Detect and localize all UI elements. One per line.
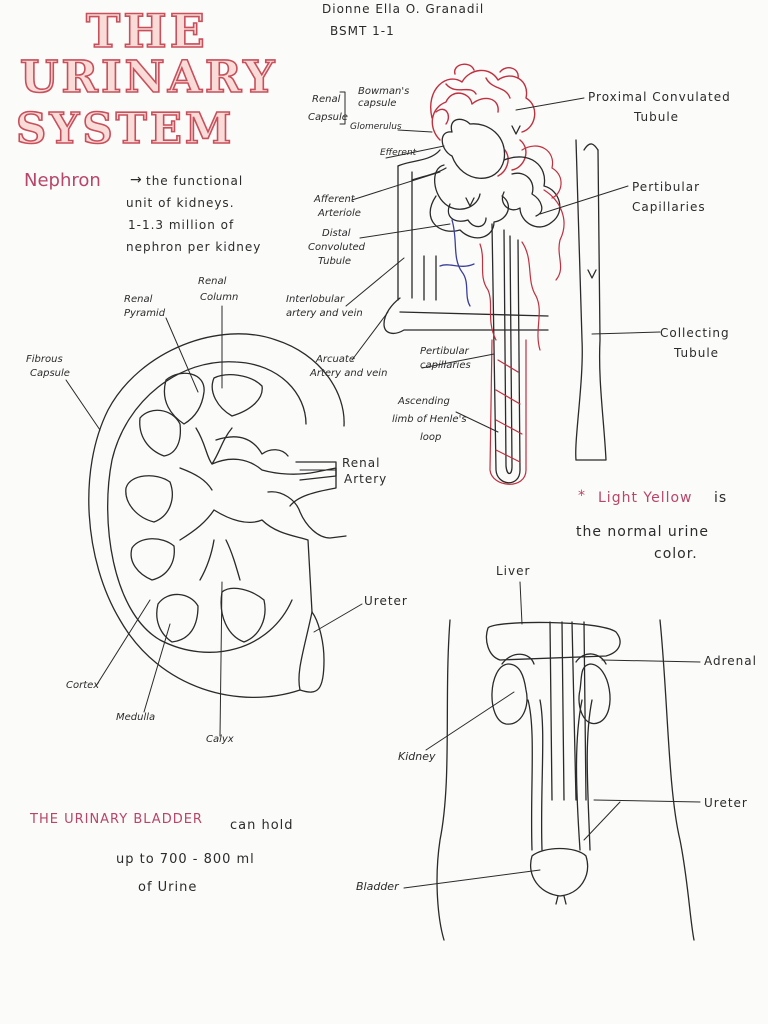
bladder-note-line-2: up to 700 - 800 ml bbox=[116, 852, 255, 867]
bladder-note-line-1: can hold bbox=[230, 818, 294, 833]
nephron-line-4: nephron per kidney bbox=[126, 240, 262, 254]
label-interlobular-1: Interlobular bbox=[286, 294, 345, 305]
label-system-ureter: Ureter bbox=[704, 796, 748, 810]
label-ascending-3: loop bbox=[420, 432, 442, 443]
label-distal-1: Distal bbox=[322, 228, 351, 239]
leader-lines bbox=[65, 91, 701, 889]
title-line-1: THE bbox=[85, 4, 208, 58]
nephron-term: Nephron bbox=[24, 170, 101, 191]
urine-note-line-2: the normal urine bbox=[576, 524, 709, 540]
label-arcuate-2: Artery and vein bbox=[310, 368, 388, 379]
bladder-note-term: THE URINARY BLADDER bbox=[30, 812, 203, 827]
label-fibrous-2: Capsule bbox=[30, 368, 70, 379]
label-fibrous-1: Fibrous bbox=[26, 354, 63, 365]
urine-note-color: Light Yellow bbox=[598, 490, 693, 506]
label-kidney-ureter: Ureter bbox=[364, 594, 408, 608]
label-adrenal: Adrenal bbox=[704, 654, 757, 668]
nephron-line-2: unit of kidneys. bbox=[126, 196, 235, 210]
urine-note-star: * bbox=[578, 488, 585, 504]
label-peritubular-2: Capillaries bbox=[632, 200, 706, 214]
label-proximal-2: Tubule bbox=[634, 110, 680, 124]
label-renal-artery-2: Artery bbox=[344, 472, 388, 486]
label-renal-capsule-1: Renal bbox=[312, 94, 341, 105]
label-renal-artery-1: Renal bbox=[342, 456, 381, 470]
label-medulla: Medulla bbox=[116, 712, 156, 723]
label-renal-pyramid-1: Renal bbox=[124, 294, 153, 305]
label-renal-capsule-2: Capsule bbox=[308, 112, 348, 123]
urinary-system-drawing bbox=[436, 619, 695, 941]
label-calyx: Calyx bbox=[206, 734, 234, 745]
label-peritubular-low-1: Pertibular bbox=[420, 346, 469, 357]
label-collecting-2: Tubule bbox=[674, 346, 720, 360]
label-peritubular-low-2: capillaries bbox=[420, 360, 471, 371]
title-line-2: URINARY bbox=[19, 52, 278, 103]
label-ascending-1: Ascending bbox=[398, 396, 450, 407]
urine-note-line-3: color. bbox=[654, 546, 698, 562]
label-interlobular-2: artery and vein bbox=[286, 308, 363, 319]
urine-note-line-1: is bbox=[714, 490, 728, 506]
author-name: Dionne Ella O. Granadil bbox=[322, 2, 485, 16]
label-liver: Liver bbox=[496, 564, 531, 578]
label-kidney: Kidney bbox=[398, 750, 436, 763]
label-bowmans-2: capsule bbox=[358, 98, 397, 109]
nephron-arrow: → bbox=[130, 172, 142, 188]
label-distal-3: Tubule bbox=[318, 256, 352, 267]
nephron-line-3: 1-1.3 million of bbox=[128, 218, 235, 232]
title-line-3: SYSTEM bbox=[15, 104, 235, 153]
label-afferent-2: Arteriole bbox=[318, 208, 361, 219]
label-renal-column-2: Column bbox=[200, 292, 239, 303]
label-distal-2: Convoluted bbox=[308, 242, 366, 253]
nephron-line-1: the functional bbox=[146, 174, 244, 188]
label-bladder: Bladder bbox=[356, 880, 399, 893]
label-arcuate-1: Arcuate bbox=[316, 354, 355, 365]
label-renal-pyramid-2: Pyramid bbox=[124, 308, 166, 319]
label-afferent-1: Afferent bbox=[314, 194, 355, 205]
nephron-drawing bbox=[383, 63, 607, 485]
label-bowmans-1: Bowman's bbox=[358, 86, 410, 97]
author-section: BSMT 1-1 bbox=[330, 24, 395, 38]
kidney-drawing bbox=[88, 333, 347, 698]
bladder-note-line-3: of Urine bbox=[138, 880, 198, 895]
label-peritubular-1: Pertibular bbox=[632, 180, 701, 194]
label-collecting-1: Collecting bbox=[660, 326, 730, 340]
label-ascending-2: limb of Henle's bbox=[392, 414, 467, 425]
label-proximal-1: Proximal Convulated bbox=[588, 90, 731, 104]
label-cortex: Cortex bbox=[66, 680, 100, 691]
label-renal-column-1: Renal bbox=[198, 276, 227, 287]
label-glomerulus: Glomerulus bbox=[350, 122, 402, 132]
label-efferent: Efferent bbox=[380, 148, 417, 158]
